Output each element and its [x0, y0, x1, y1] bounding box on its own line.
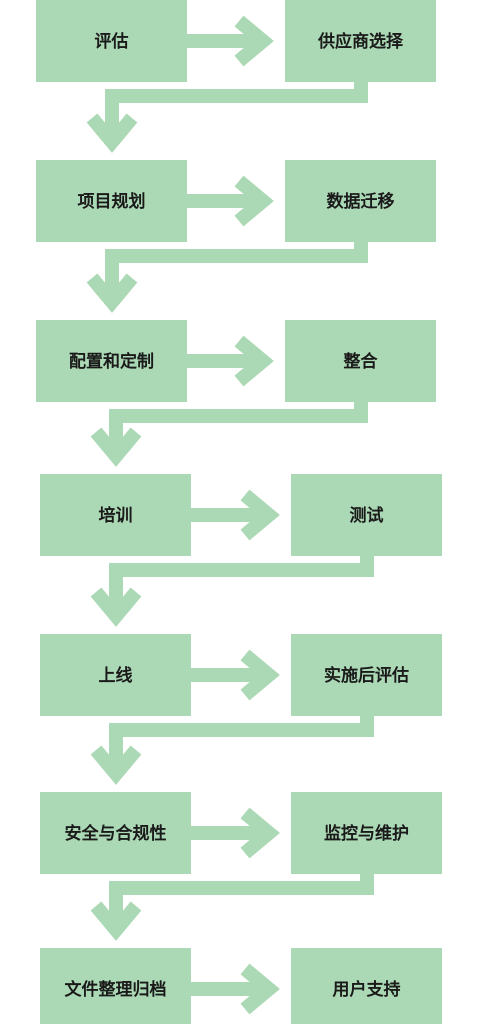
- step-3-right-label: 整合: [344, 351, 379, 372]
- step-2-left-label: 项目规划: [78, 191, 146, 212]
- return-arrow-4-head: [90, 587, 142, 627]
- arrow-row-3-shaft: [187, 354, 255, 368]
- return-arrow-2-head: [86, 273, 138, 313]
- arrow-row-1: [187, 15, 274, 67]
- step-3-left-rect: [36, 320, 187, 402]
- arrow-row-1-shaft: [187, 34, 255, 48]
- step-6-left: 安全与合规性: [40, 792, 191, 874]
- arrow-row-2: [187, 175, 274, 227]
- return-arrow-1-head: [86, 113, 138, 153]
- step-2-right: 数据迁移: [285, 160, 436, 242]
- step-2-left: 项目规划: [36, 160, 187, 242]
- step-2-right-rect: [285, 160, 436, 242]
- step-1-left: 评估: [36, 0, 187, 82]
- step-1-right-label: 供应商选择: [317, 31, 404, 52]
- step-7-left-rect: [40, 948, 191, 1024]
- return-arrow-5: [90, 712, 374, 785]
- step-5-right-label: 实施后评估: [324, 665, 409, 686]
- step-5-right: 实施后评估: [291, 634, 442, 716]
- arrow-row-7-head: [240, 963, 280, 1015]
- step-7-left-label: 文件整理归档: [65, 979, 167, 1000]
- step-2-left-rect: [36, 160, 187, 242]
- step-1-right: 供应商选择: [285, 0, 436, 82]
- step-7-right-label: 用户支持: [333, 979, 401, 1000]
- step-6-left-rect: [40, 792, 191, 874]
- step-4-left-label: 培训: [99, 505, 133, 526]
- arrow-row-5-head: [240, 649, 280, 701]
- step-3-right: 整合: [285, 320, 436, 402]
- step-3-left-label: 配置和定制: [69, 351, 154, 372]
- step-4-right-label: 测试: [350, 505, 384, 526]
- return-arrow-2: [86, 238, 368, 313]
- step-2-right-label: 数据迁移: [327, 191, 395, 212]
- step-5-right-rect: [291, 634, 442, 716]
- arrow-row-7-shaft: [191, 982, 261, 996]
- return-arrow-6-head: [90, 901, 142, 941]
- step-6-left-label: 安全与合规性: [65, 823, 167, 844]
- step-4-left-rect: [40, 474, 191, 556]
- return-arrow-2-path: [105, 238, 368, 294]
- step-5-left-rect: [40, 634, 191, 716]
- arrow-row-3-head: [234, 335, 274, 387]
- return-arrow-6: [90, 870, 374, 941]
- return-arrow-5-path: [109, 712, 374, 766]
- return-arrow-3: [90, 398, 368, 467]
- return-arrow-5-head: [90, 745, 142, 785]
- arrow-row-4-shaft: [191, 508, 261, 522]
- step-4-left: 培训: [40, 474, 191, 556]
- step-4-right-rect: [291, 474, 442, 556]
- return-arrow-3-path: [109, 398, 368, 448]
- arrow-row-5: [191, 649, 280, 701]
- step-6-right-rect: [291, 792, 442, 874]
- step-3-right-rect: [285, 320, 436, 402]
- return-arrow-3-head: [90, 427, 142, 467]
- step-1-right-rect: [285, 0, 436, 82]
- step-3-left: 配置和定制: [36, 320, 187, 402]
- connector-layer: [86, 15, 374, 1015]
- step-7-right-rect: [291, 948, 442, 1024]
- arrow-row-4-head: [240, 489, 280, 541]
- arrow-row-3: [187, 335, 274, 387]
- arrow-row-6-shaft: [191, 826, 261, 840]
- return-arrow-4-path: [109, 552, 374, 608]
- arrow-row-6-head: [240, 807, 280, 859]
- step-6-right-label: 监控与维护: [324, 823, 409, 844]
- step-4-right: 测试: [291, 474, 442, 556]
- return-arrow-4: [90, 552, 374, 627]
- step-7-left: 文件整理归档: [40, 948, 191, 1024]
- step-5-left-label: 上线: [99, 665, 133, 686]
- return-arrow-6-path: [109, 870, 374, 922]
- arrow-row-1-head: [234, 15, 274, 67]
- arrow-row-5-shaft: [191, 668, 261, 682]
- arrow-row-2-head: [234, 175, 274, 227]
- step-7-right: 用户支持: [291, 948, 442, 1024]
- arrow-row-4: [191, 489, 280, 541]
- arrow-row-2-shaft: [187, 194, 255, 208]
- step-1-left-label: 评估: [95, 31, 129, 52]
- step-6-right: 监控与维护: [291, 792, 442, 874]
- step-5-left: 上线: [40, 634, 191, 716]
- return-arrow-1: [86, 78, 368, 153]
- arrow-row-7: [191, 963, 280, 1015]
- return-arrow-1-path: [105, 78, 368, 134]
- step-1-left-rect: [36, 0, 187, 82]
- arrow-row-6: [191, 807, 280, 859]
